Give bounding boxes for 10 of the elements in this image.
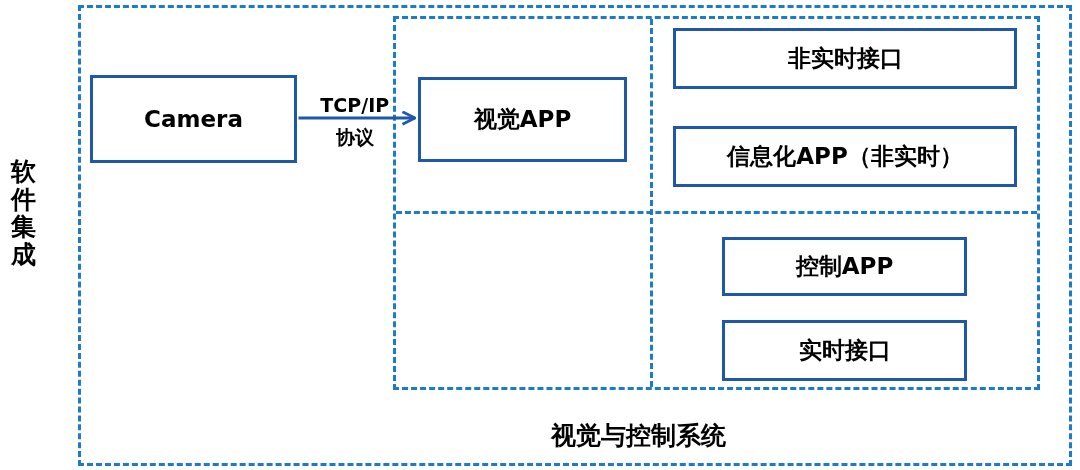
process-box: 实时接口: [722, 320, 967, 381]
process-box: 视觉APP: [418, 77, 627, 162]
group-title: 视觉与控制系统: [551, 420, 726, 452]
process-box: 非实时接口: [673, 28, 1017, 89]
edge-label: TCP/IP 协议: [319, 93, 391, 150]
process-box: 控制APP: [722, 237, 967, 296]
arrow: [298, 110, 417, 126]
process-box: 信息化APP（非实时）: [673, 126, 1017, 187]
frame-heading: 软件集成: [11, 158, 36, 268]
process-box: Camera: [90, 75, 297, 163]
